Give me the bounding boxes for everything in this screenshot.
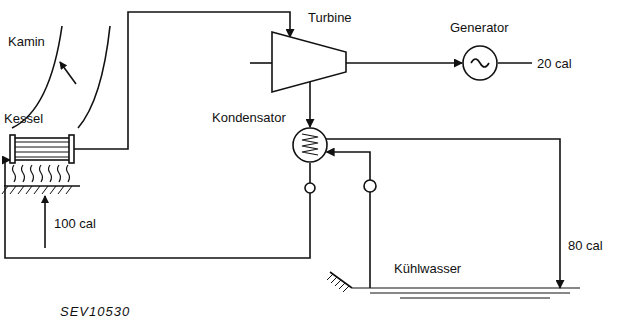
shaft xyxy=(498,62,532,64)
pipe xyxy=(309,82,311,127)
condenser-outline xyxy=(292,127,328,163)
flames xyxy=(13,165,70,182)
smoke-arrow xyxy=(60,62,76,84)
turbine-outline xyxy=(272,32,346,92)
heat-value: 100 cal xyxy=(54,216,96,231)
node-label: Turbine xyxy=(308,10,352,25)
cooling-water: Kühlwasser xyxy=(330,282,580,302)
feed-pump xyxy=(305,183,315,193)
heat-arrow xyxy=(44,196,46,248)
boiler: Kessel xyxy=(10,130,74,168)
pipe xyxy=(326,139,560,288)
pipe xyxy=(346,62,462,64)
node-label: Kühlwasser xyxy=(394,261,461,276)
boiler-outline xyxy=(10,130,74,168)
generator-outline xyxy=(462,45,498,81)
edge-label: 80 cal xyxy=(566,238,605,253)
node-label: Generator xyxy=(450,20,509,35)
power-value: 20 cal xyxy=(537,56,572,71)
pipe xyxy=(74,12,290,149)
chimney-wall xyxy=(78,26,110,128)
bank-hatch xyxy=(327,274,349,292)
ground-hatch xyxy=(2,186,72,194)
node-label: Kondensator xyxy=(212,110,286,125)
generator: Generator xyxy=(462,45,498,81)
pipe xyxy=(327,152,370,288)
figure-number: SEV10530 xyxy=(60,304,130,319)
node-label: Kessel xyxy=(4,111,43,126)
chimney-label: Kamin xyxy=(8,34,45,49)
cooling-water-outline xyxy=(330,282,580,302)
turbine: Turbine xyxy=(272,32,346,92)
shaft xyxy=(250,62,272,64)
condenser: Kondensator xyxy=(292,127,328,163)
pipe xyxy=(5,160,310,258)
cooling-pump xyxy=(364,180,376,192)
